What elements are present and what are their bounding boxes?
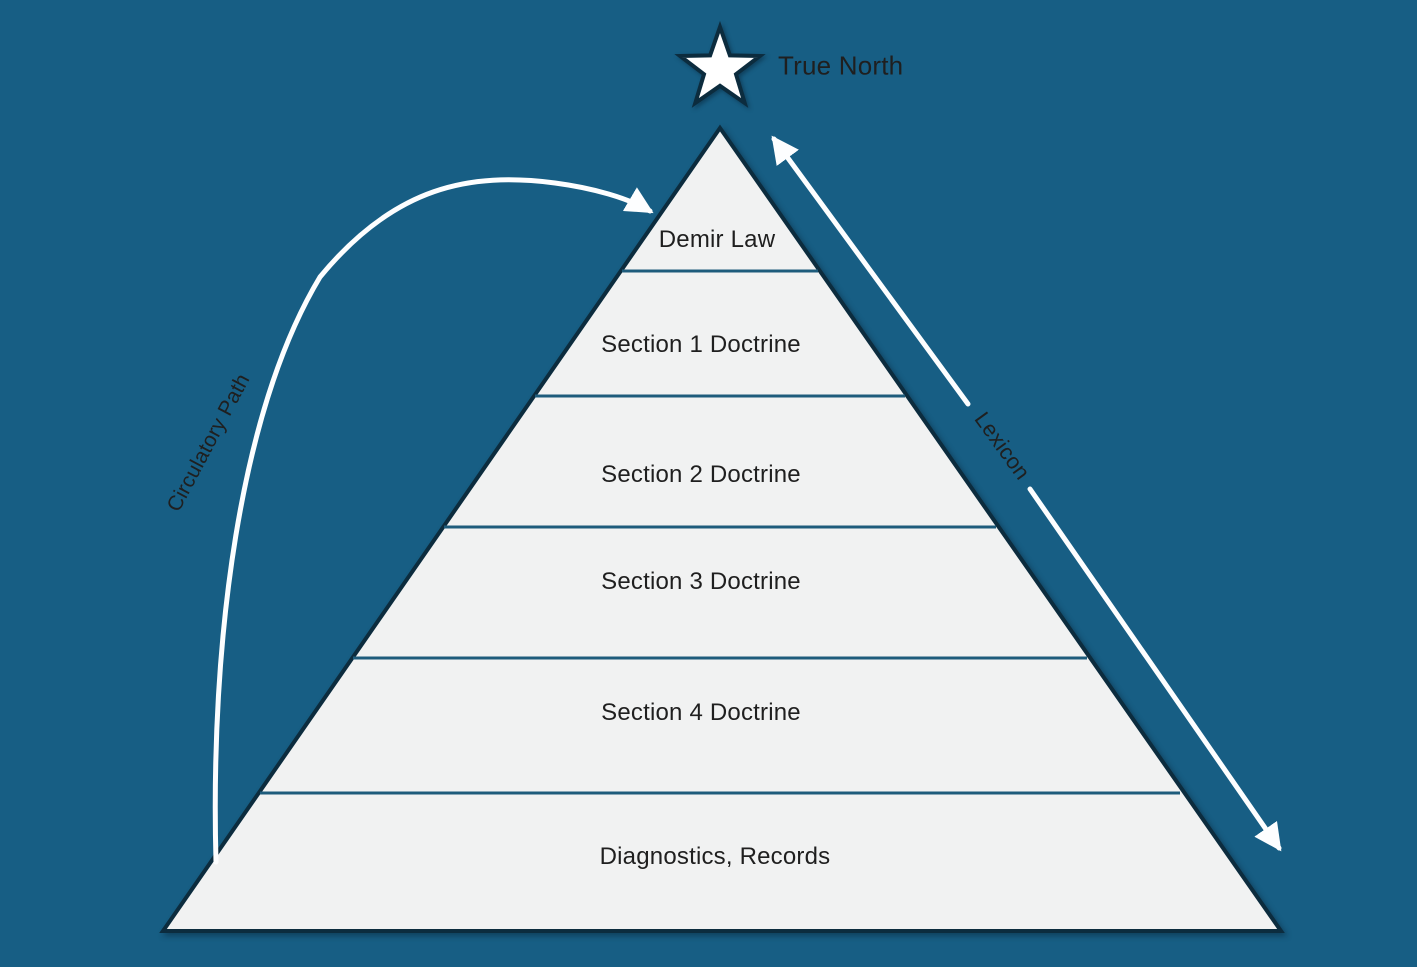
pyramid-level-label-section-2: Section 2 Doctrine: [601, 461, 801, 488]
pyramid-level-label-section-1: Section 1 Doctrine: [601, 331, 801, 358]
true-north-label: True North: [778, 50, 904, 81]
double-arrow-icon: [771, 135, 971, 407]
double-arrow-icon: [1027, 486, 1282, 852]
star-icon: [674, 20, 766, 108]
curved-arrow-icon: [212, 177, 654, 865]
pyramid-level-label-section-4: Section 4 Doctrine: [601, 699, 801, 726]
pyramid-shape: [159, 124, 1285, 933]
pyramid-level-label-section-3: Section 3 Doctrine: [601, 568, 801, 595]
pyramid-level-label-diagnostics: Diagnostics, Records: [599, 843, 831, 870]
pyramid-level-label-demir-law: Demir Law: [658, 226, 776, 253]
